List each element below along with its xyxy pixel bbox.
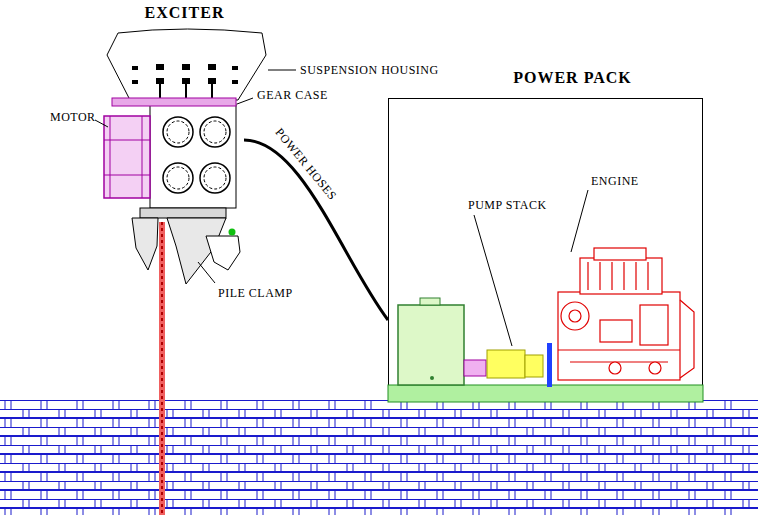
clamp-jaw [132, 218, 158, 270]
part-label: ENGINE [591, 174, 639, 188]
engine [558, 248, 694, 380]
part-label: GEAR CASE [257, 88, 328, 102]
gears [163, 117, 230, 193]
clamp-cylinder [206, 236, 240, 270]
power-pack: POWER PACK [388, 68, 707, 393]
housing-mounts [132, 64, 238, 98]
motor [104, 116, 150, 198]
gear-case [150, 104, 236, 208]
clamp-body [140, 208, 226, 218]
clamp-fitting [229, 229, 236, 236]
part-label: MOTOR [50, 110, 96, 124]
skid-base [388, 385, 703, 402]
part-label: SUSPENSION HOUSING [300, 63, 439, 77]
oil-tank [398, 305, 464, 385]
power-pack-frame [389, 99, 703, 387]
heading: EXCITER [125, 3, 244, 23]
gear-teeth [167, 121, 226, 189]
coupling [464, 360, 486, 376]
gear-case-top [112, 98, 236, 106]
part-label: PUMP STACK [468, 198, 547, 212]
pile [159, 222, 165, 515]
leader-lines [95, 70, 588, 346]
part-label: PILE CLAMP [218, 286, 293, 300]
hose-label: POWER HOSES [271, 124, 341, 204]
pump [487, 350, 525, 378]
flange [547, 343, 552, 387]
heading: POWER PACK [438, 68, 707, 88]
suspension-housing [107, 29, 266, 100]
exciter-assembly: EXCITER [125, 3, 244, 303]
ground [0, 400, 758, 515]
